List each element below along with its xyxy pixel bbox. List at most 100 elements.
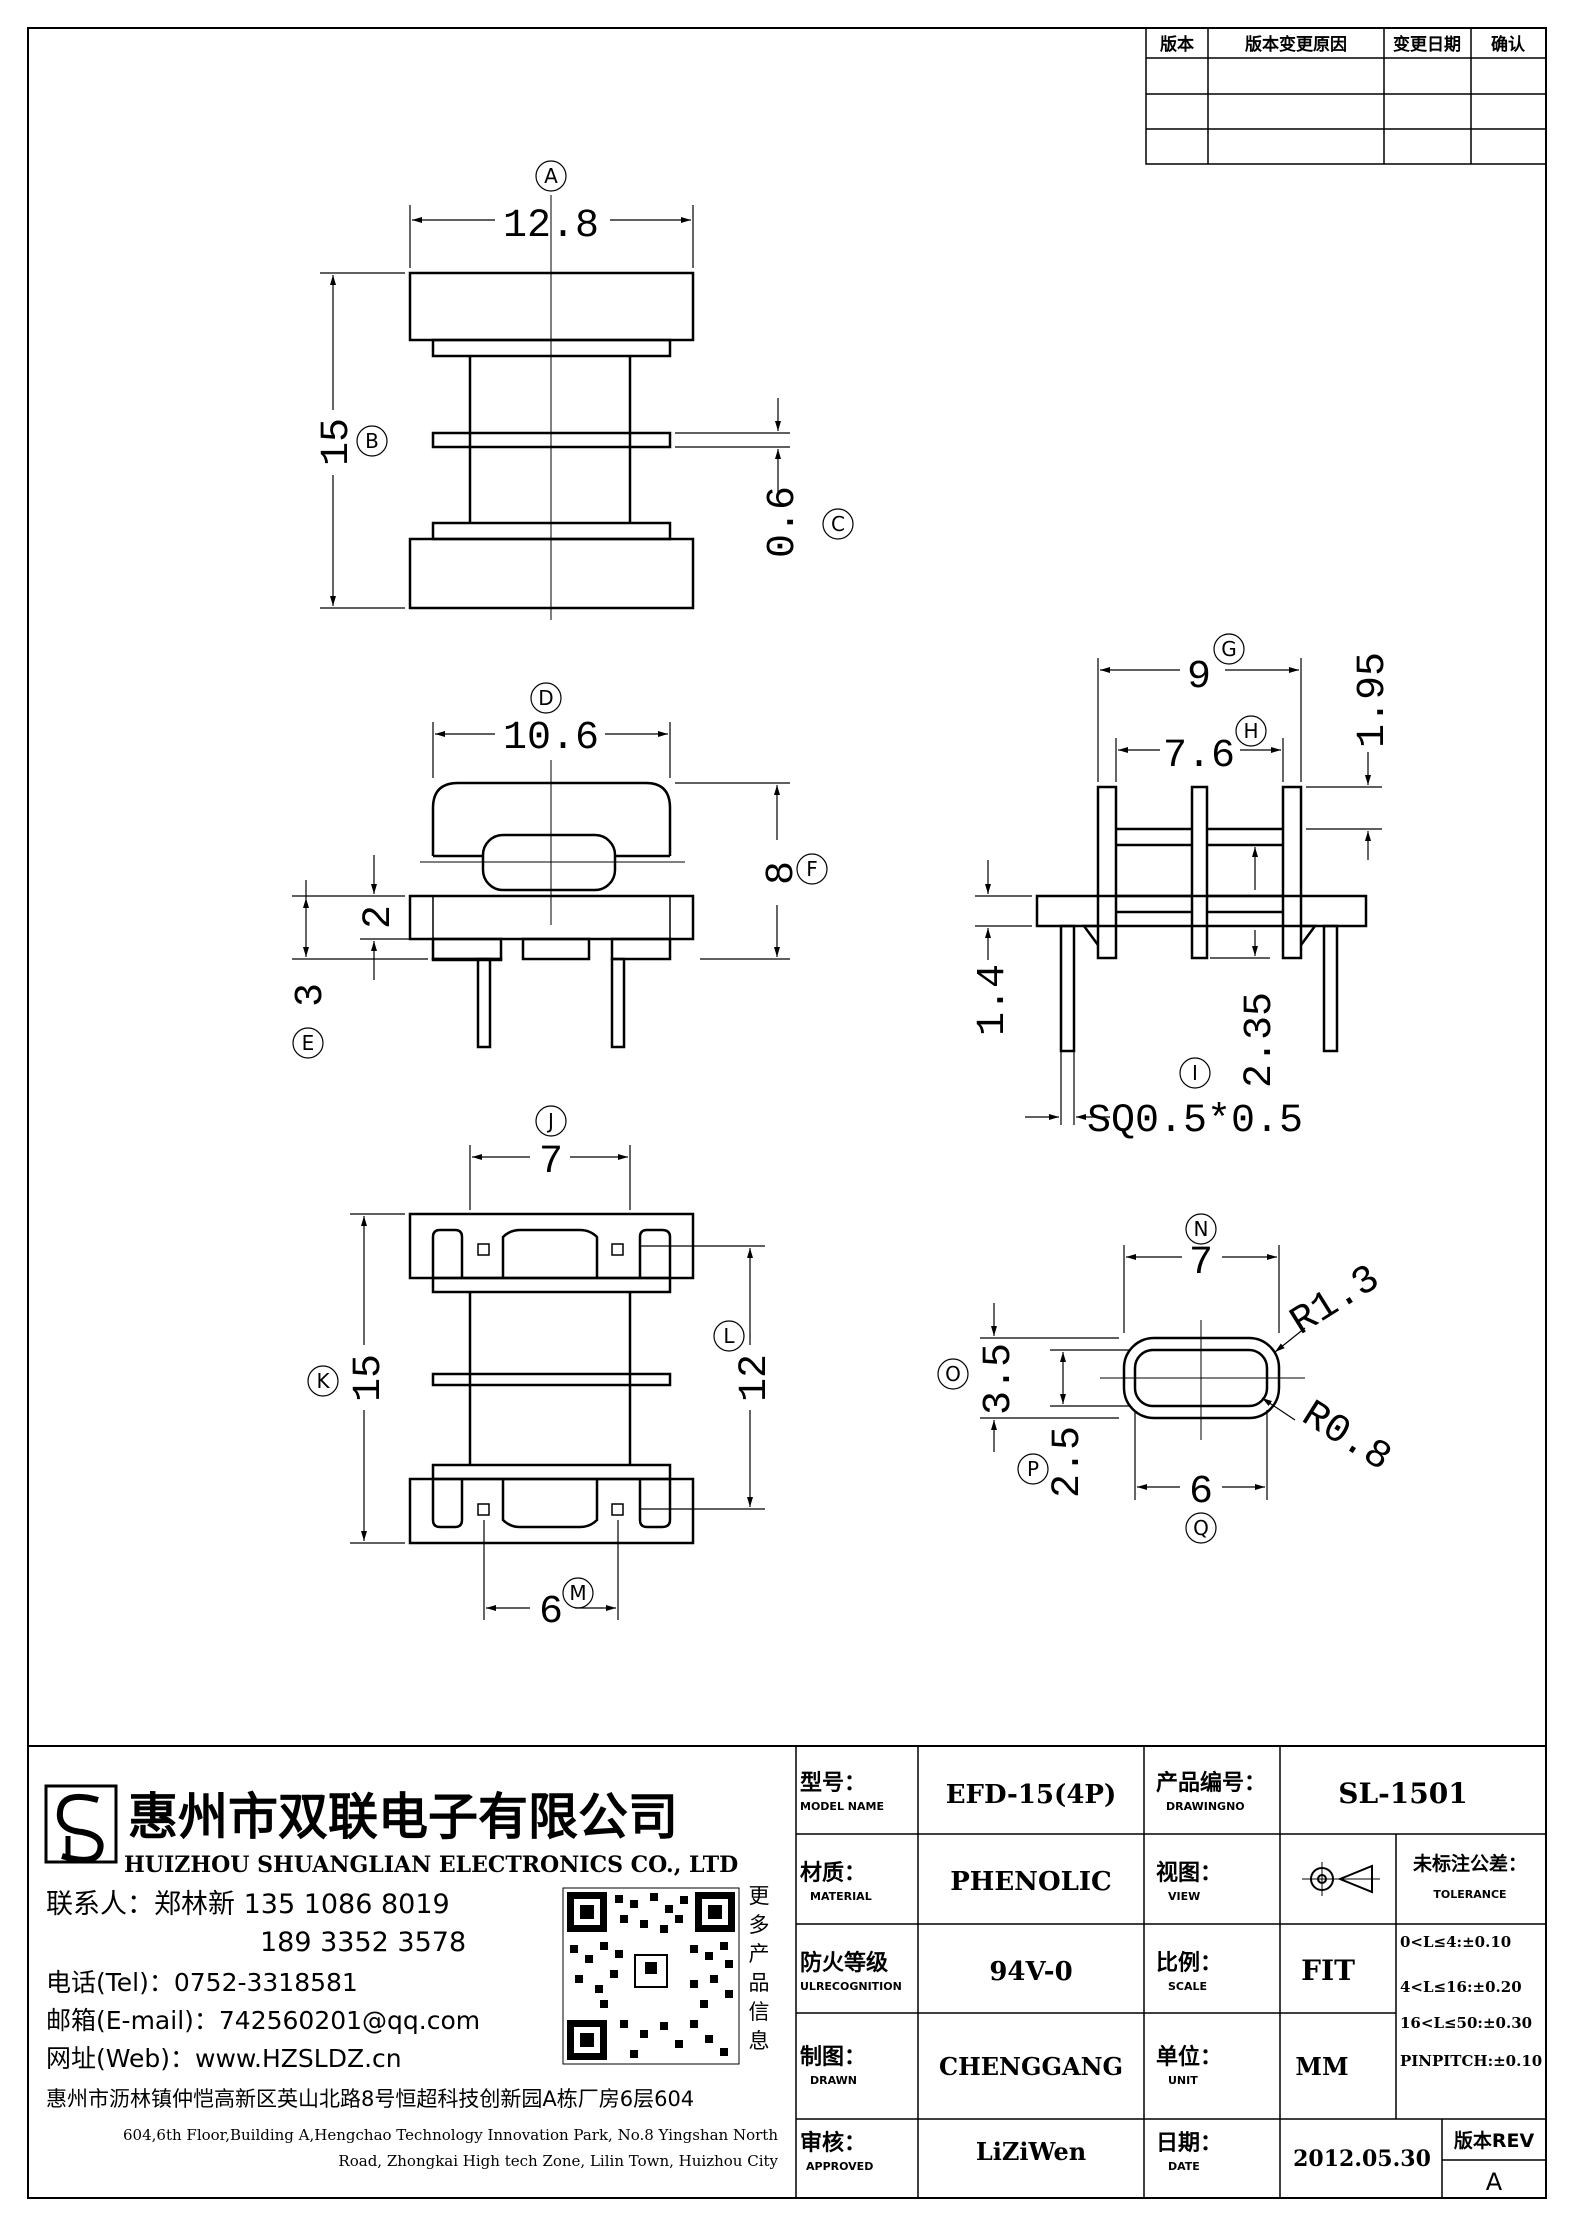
rev-header-confirm: 确认 bbox=[1491, 34, 1526, 55]
dim-P bbox=[1050, 1349, 1130, 1407]
callout-H-label: H bbox=[1243, 719, 1258, 743]
dim-F bbox=[675, 782, 790, 960]
qr-caption-6: 息 bbox=[749, 2029, 770, 2053]
dim-N bbox=[1123, 1245, 1280, 1333]
scale-label-en: SCALE bbox=[1168, 1980, 1207, 1993]
qr-caption-4: 品 bbox=[749, 1971, 770, 1995]
dim-2 bbox=[360, 855, 428, 980]
unit-label-en: UNIT bbox=[1168, 2074, 1198, 2087]
date-label-en: DATE bbox=[1168, 2160, 1200, 2173]
scale-label-cn: 比例： bbox=[1156, 1951, 1222, 1976]
company-address-en1: 604,6th Floor,Building A,Hengchao Techno… bbox=[123, 2126, 778, 2144]
dim-A-value: 12.8 bbox=[503, 204, 599, 249]
qr-caption-5: 信 bbox=[749, 2000, 770, 2024]
dim-1-4-value: 1.4 bbox=[971, 964, 1016, 1036]
callout-I bbox=[1179, 1057, 1211, 1089]
dim-M-value: 6 bbox=[539, 1590, 563, 1635]
company-logo bbox=[44, 1784, 118, 1864]
tolerance-label-cn: 未标注公差： bbox=[1412, 1852, 1527, 1875]
projection-symbol bbox=[1302, 1862, 1380, 1896]
callout-N-label: N bbox=[1194, 1217, 1209, 1241]
sheet-border bbox=[27, 27, 1547, 2199]
dim-B-value: 15 bbox=[315, 418, 360, 466]
tolerance-3: 16<L≤50:±0.30 bbox=[1400, 2014, 1532, 2032]
callout-A-label: A bbox=[544, 164, 558, 188]
callout-F-label: F bbox=[806, 857, 818, 881]
callout-K-label: K bbox=[316, 1369, 330, 1393]
dim-1-4 bbox=[975, 860, 1032, 960]
date-label-cn: 日期： bbox=[1156, 2131, 1222, 2156]
callout-E bbox=[292, 1027, 324, 1059]
callout-P bbox=[1017, 1453, 1049, 1485]
title-grid bbox=[795, 1746, 1546, 2198]
company-address-en2: Road, Zhongkai High tech Zone, Lilin Tow… bbox=[338, 2152, 778, 2170]
callout-J bbox=[535, 1105, 567, 1137]
revision-table bbox=[1145, 27, 1547, 165]
tolerance-label-en: TOLERANCE bbox=[1433, 1888, 1506, 1901]
dim-G bbox=[1097, 658, 1302, 782]
date-value: 2012.05.30 bbox=[1293, 2146, 1431, 2172]
dim-C bbox=[675, 398, 790, 495]
fire-label-cn: 防火等级 bbox=[800, 1950, 888, 1976]
dim-2-35-value: 2.35 bbox=[1238, 992, 1283, 1088]
material-value: PHENOLIC bbox=[950, 1867, 1111, 1897]
approved-value: LiZiWen bbox=[976, 2137, 1086, 2166]
dim-D bbox=[432, 722, 671, 778]
qr-caption-2: 多 bbox=[749, 1913, 770, 1937]
qr-caption-1: 更 bbox=[749, 1884, 770, 1908]
dim-J-value: 7 bbox=[539, 1140, 563, 1185]
approved-label-en: APPROVED bbox=[806, 2160, 873, 2173]
dim-B bbox=[320, 272, 405, 609]
drawn-label-en: DRAWN bbox=[810, 2074, 857, 2087]
dim-2-value: 2 bbox=[357, 905, 402, 929]
callout-A bbox=[535, 160, 567, 192]
view-label-cn: 视图： bbox=[1156, 1860, 1222, 1886]
dim-D-value: 10.6 bbox=[503, 716, 599, 761]
callout-K bbox=[307, 1365, 339, 1397]
model-value: EFD-15(4P) bbox=[946, 1780, 1117, 1810]
drawn-value: CHENGGANG bbox=[939, 2052, 1123, 2081]
model-label-en: MODEL NAME bbox=[800, 1800, 884, 1813]
dim-I bbox=[1025, 1051, 1110, 1125]
callout-Q-label: Q bbox=[1193, 1516, 1209, 1540]
unit-value: MM bbox=[1295, 2052, 1348, 2081]
callout-Q bbox=[1185, 1512, 1217, 1544]
dim-E bbox=[292, 880, 428, 960]
company-address-cn: 惠州市沥林镇仲恺高新区英山北路8号恒超科技创新园A栋厂房6层604 bbox=[46, 2087, 694, 2111]
company-contact: 联系人：郑林新 135 1086 8019 bbox=[46, 1889, 450, 1920]
company-web: 网址(Web)：www.HZSLDZ.cn bbox=[46, 2044, 402, 2073]
dim-K-value: 15 bbox=[347, 1354, 392, 1402]
dim-H-value: 7.6 bbox=[1163, 734, 1235, 779]
dim-R1-value: R1.3 bbox=[1283, 1257, 1388, 1346]
dim-A bbox=[409, 205, 694, 268]
dim-C-value: 0.6 bbox=[761, 486, 806, 558]
view-side bbox=[1035, 785, 1368, 1053]
drawing-label-cn: 产品编号： bbox=[1156, 1770, 1266, 1796]
leader-R2 bbox=[1261, 1397, 1296, 1421]
dim-I-value: SQ0.5*0.5 bbox=[1087, 1099, 1303, 1144]
callout-B-label: B bbox=[365, 429, 379, 453]
callout-M-label: M bbox=[569, 1581, 586, 1605]
callout-G-label: G bbox=[1221, 637, 1237, 661]
drawing-value: SL-1501 bbox=[1338, 1777, 1467, 1810]
callout-F bbox=[796, 853, 828, 885]
drawing-label-en: DRAWINGNO bbox=[1166, 1800, 1245, 1813]
fire-value: 94V-0 bbox=[989, 1957, 1072, 1987]
tolerance-1: 0<L≤4:±0.10 bbox=[1400, 1933, 1511, 1951]
callout-P-label: P bbox=[1027, 1457, 1039, 1481]
dim-H bbox=[1115, 738, 1284, 782]
callout-M bbox=[562, 1577, 594, 1609]
view-label-en: VIEW bbox=[1168, 1890, 1200, 1903]
approved-label-cn: 审核： bbox=[800, 2130, 866, 2156]
dim-N-value: 7 bbox=[1189, 1241, 1213, 1286]
dim-E-value: 3 bbox=[289, 983, 334, 1007]
callout-J-label: J bbox=[546, 1109, 554, 1133]
qr-caption-3: 产 bbox=[749, 1942, 770, 1966]
dim-O-value: 3.5 bbox=[977, 1343, 1022, 1415]
dim-R2-value: R0.8 bbox=[1293, 1393, 1398, 1482]
callout-B bbox=[356, 425, 388, 457]
dim-1-95 bbox=[1306, 752, 1382, 860]
drawn-label-cn: 制图： bbox=[800, 2045, 866, 2070]
